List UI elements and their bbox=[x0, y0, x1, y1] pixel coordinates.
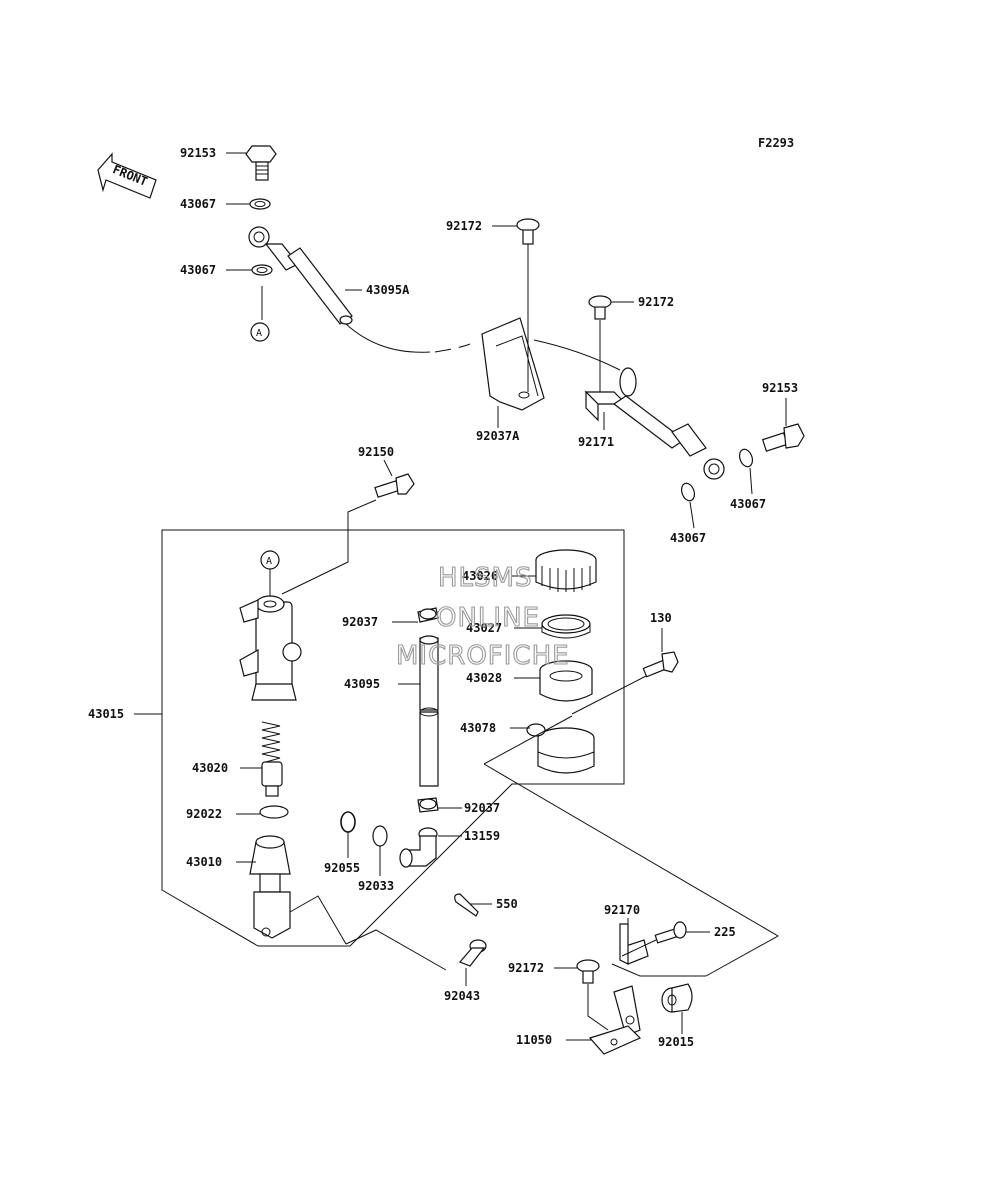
label-43067-a: 43067 bbox=[180, 197, 216, 211]
clip-92037-a-icon bbox=[417, 607, 439, 623]
assembly-box-43015 bbox=[161, 529, 625, 947]
svg-text:A: A bbox=[266, 556, 272, 567]
washer-right-1-icon bbox=[738, 448, 754, 468]
o-ring-92055-icon bbox=[340, 811, 356, 833]
screw-92172-c-icon bbox=[576, 959, 600, 984]
label-92043: 92043 bbox=[444, 989, 480, 1003]
label-92153-right: 92153 bbox=[762, 381, 798, 395]
piston-spring-43020-icon bbox=[261, 721, 283, 797]
label-92033: 92033 bbox=[358, 879, 394, 893]
svg-text:ONLINE: ONLINE bbox=[436, 603, 540, 633]
label-92172-b: 92172 bbox=[638, 295, 674, 309]
fitting-13159-icon bbox=[399, 827, 438, 868]
screw-92172-a-icon bbox=[516, 218, 540, 245]
circlip-92033-icon bbox=[372, 825, 388, 847]
label-92172-c: 92172 bbox=[508, 961, 544, 975]
watermark: HLSMS ONLINE MICROFICHE bbox=[395, 562, 570, 671]
label-92153-top: 92153 bbox=[180, 146, 216, 160]
label-92055: 92055 bbox=[324, 861, 360, 875]
label-43020: 43020 bbox=[192, 761, 228, 775]
brake-hose-43095A-icon bbox=[248, 226, 353, 325]
label-43028: 43028 bbox=[466, 671, 502, 685]
label-43015: 43015 bbox=[88, 707, 124, 721]
label-92170: 92170 bbox=[604, 903, 640, 917]
washer-right-2-icon bbox=[680, 482, 696, 502]
label-43095A: 43095A bbox=[366, 283, 410, 297]
screw-92172-b-icon bbox=[588, 295, 612, 320]
diaphragm-plate-43027-icon bbox=[541, 614, 591, 639]
reservoir-cap-43026-icon bbox=[535, 549, 597, 592]
washer-top-2-icon bbox=[251, 264, 273, 276]
label-43078: 43078 bbox=[460, 721, 496, 735]
figure-code: F2293 bbox=[758, 136, 794, 150]
clevis-pin-92043-icon bbox=[458, 939, 487, 967]
label-43027: 43027 bbox=[466, 621, 502, 635]
clamp-92171-icon bbox=[584, 367, 637, 422]
label-92037-a: 92037 bbox=[342, 615, 378, 629]
svg-text:A: A bbox=[256, 328, 262, 339]
screw-225-icon bbox=[654, 921, 687, 944]
banjo-bolt-top-icon bbox=[245, 145, 277, 181]
callout-a-top bbox=[250, 322, 270, 342]
svg-text:HLSMS: HLSMS bbox=[438, 563, 532, 593]
label-92171: 92171 bbox=[578, 435, 614, 449]
label-92015: 92015 bbox=[658, 1035, 694, 1049]
label-43067-b: 43067 bbox=[180, 263, 216, 277]
label-92037-b: 92037 bbox=[464, 801, 500, 815]
label-550: 550 bbox=[496, 897, 518, 911]
reservoir-43078-icon bbox=[526, 723, 595, 774]
label-11050: 11050 bbox=[516, 1033, 552, 1047]
cotter-pin-550-icon bbox=[454, 893, 479, 917]
label-130: 130 bbox=[650, 611, 672, 625]
label-92022: 92022 bbox=[186, 807, 222, 821]
circlip-92022-icon bbox=[259, 805, 289, 819]
label-43067-d: 43067 bbox=[670, 531, 706, 545]
reservoir-hose-43095-icon bbox=[419, 635, 439, 787]
brake-hose-end-icon bbox=[612, 395, 725, 480]
pushrod-43010-icon bbox=[249, 835, 291, 939]
collar-92015-icon bbox=[661, 983, 693, 1013]
washer-top-1-icon bbox=[249, 198, 271, 210]
label-92150: 92150 bbox=[358, 445, 394, 459]
clip-92037-b-icon bbox=[417, 797, 439, 813]
label-92172-a: 92172 bbox=[446, 219, 482, 233]
bracket-11050-icon bbox=[588, 985, 642, 1055]
label-225: 225 bbox=[714, 925, 736, 939]
label-13159: 13159 bbox=[464, 829, 500, 843]
label-43026: 43026 bbox=[462, 569, 498, 583]
label-43010: 43010 bbox=[186, 855, 222, 869]
label-43067-c: 43067 bbox=[730, 497, 766, 511]
bolt-92150-icon bbox=[374, 473, 415, 498]
bolt-130-icon bbox=[642, 651, 679, 678]
front-arrow-icon: FRONT bbox=[97, 152, 157, 199]
bracket-92170-icon bbox=[619, 923, 649, 965]
master-cylinder-body-icon bbox=[239, 595, 302, 701]
label-92037A: 92037A bbox=[476, 429, 520, 443]
svg-text:MICROFICHE: MICROFICHE bbox=[396, 641, 570, 671]
diaphragm-43028-icon bbox=[539, 660, 593, 702]
label-43095: 43095 bbox=[344, 677, 380, 691]
banjo-bolt-right-icon bbox=[761, 423, 805, 452]
hose-guide-92037A-icon bbox=[481, 317, 545, 411]
